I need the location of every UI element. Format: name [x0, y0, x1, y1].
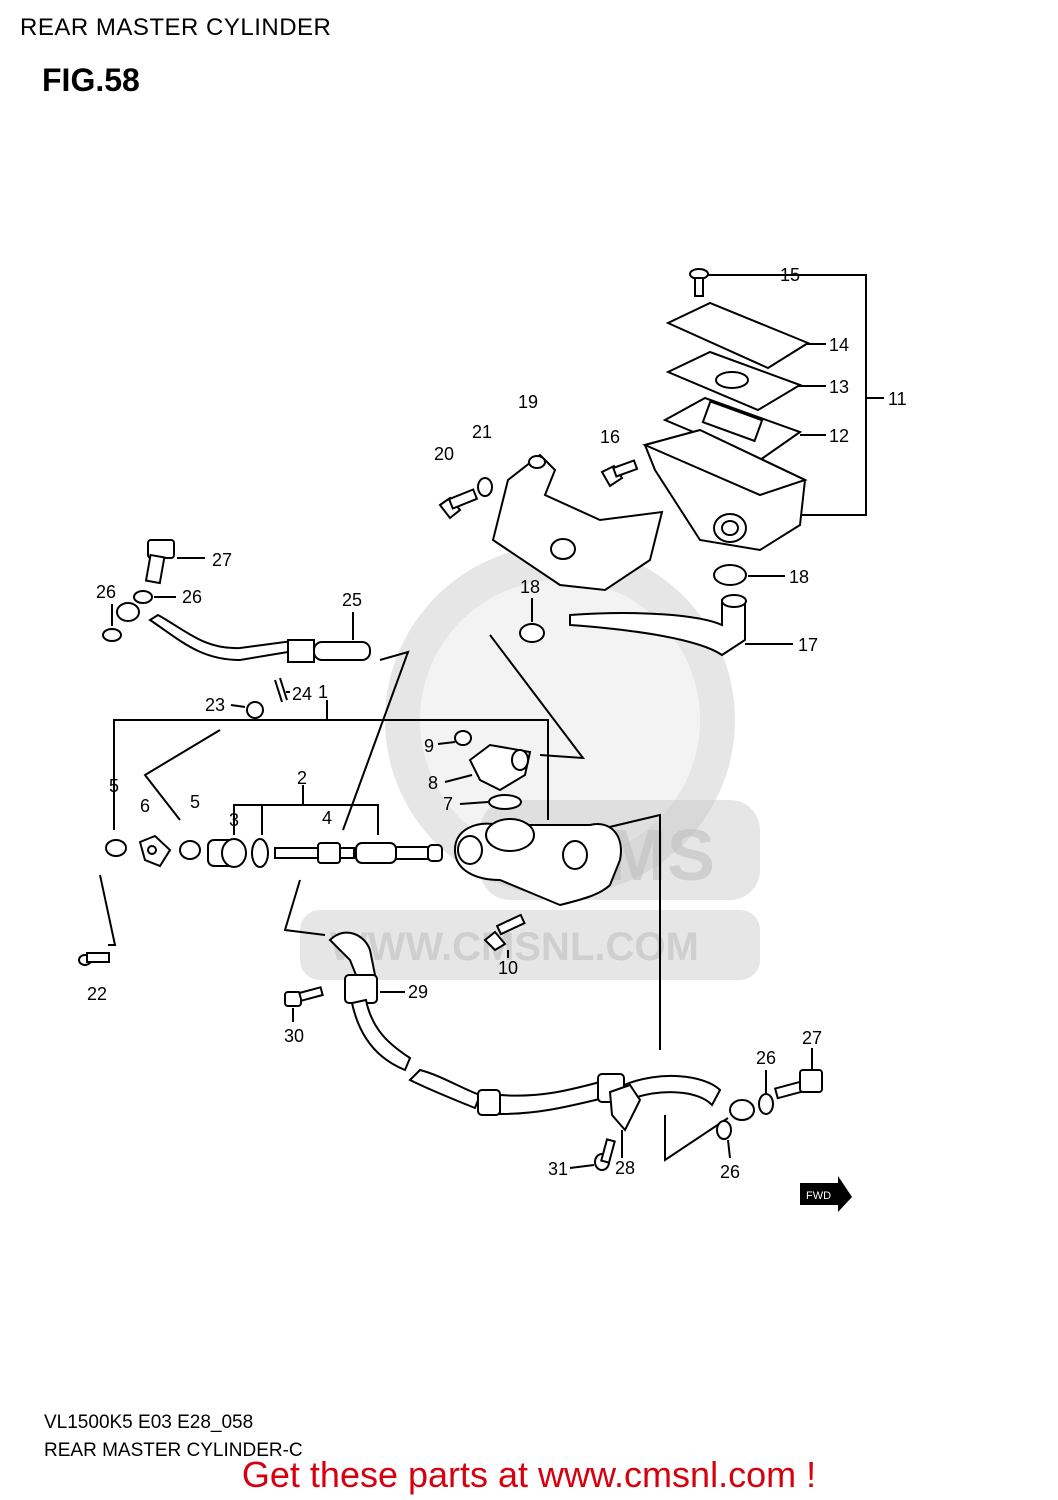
callout-5-right: 5: [190, 792, 200, 812]
washer-26-bottom: [716, 1120, 732, 1140]
union-bolt-bottom: [773, 1048, 823, 1100]
callout-6: 6: [140, 796, 150, 816]
nut-5-right: [179, 840, 201, 860]
callout-27-top: 27: [212, 550, 232, 570]
bolt-20: [438, 488, 479, 520]
piston-set: [355, 842, 443, 864]
reservoir-screw: [689, 268, 709, 297]
fwd-label: FWD: [806, 1190, 831, 1202]
circlip: [251, 838, 269, 868]
callout-19: 19: [518, 392, 538, 412]
callout-18-left: 18: [520, 577, 540, 597]
callout-28: 28: [615, 1158, 635, 1178]
master-cylinder-body: [453, 818, 622, 907]
callout-16: 16: [600, 427, 620, 447]
washer-23: [246, 701, 264, 719]
callout-27-bottom: 27: [802, 1028, 822, 1048]
callout-25: 25: [342, 590, 362, 610]
dust-boot: [207, 838, 247, 868]
callout-24: 24: [292, 684, 312, 704]
callout-17: 17: [798, 635, 818, 655]
callout-26-bottom: 26: [720, 1162, 740, 1182]
o-ring-seal: [488, 794, 522, 810]
callout-15: 15: [780, 265, 800, 285]
callout-3: 3: [229, 810, 239, 830]
callout-22: 22: [87, 984, 107, 1004]
hose-clamp-lower: [519, 623, 545, 643]
reservoir-body: [641, 428, 808, 552]
bolt-31: [569, 1138, 616, 1171]
callout-4: 4: [322, 808, 332, 828]
reservoir-cap: [665, 301, 811, 370]
callout-10: 10: [498, 958, 518, 978]
callout-8: 8: [428, 773, 438, 793]
callout-21: 21: [472, 422, 492, 442]
callout-30: 30: [284, 1026, 304, 1046]
washer-26-right: [758, 1093, 774, 1115]
watermark-url-text: WWW.CMSNL.COM: [330, 925, 699, 969]
plate-hole: [715, 371, 749, 389]
callout-31: 31: [548, 1159, 568, 1179]
hose-clamp-upper: [713, 564, 747, 586]
callout-20: 20: [434, 444, 454, 464]
callout-26-topleft: 26: [96, 582, 116, 602]
page-title: REAR MASTER CYLINDER: [20, 14, 332, 41]
brake-hose-upper: [116, 602, 371, 663]
assembly-bracket: [113, 700, 549, 830]
connector-screw: [454, 730, 472, 746]
washer-26-left: [102, 628, 122, 642]
cotter-pin: [274, 677, 290, 703]
callout-18-right: 18: [789, 567, 809, 587]
callout-14: 14: [829, 335, 849, 355]
callout-2: 2: [297, 768, 307, 788]
callout-9: 9: [424, 736, 434, 756]
diagram-code: VL1500K5 E03 E28_058: [44, 1412, 254, 1433]
callout-29: 29: [408, 982, 428, 1002]
forward-arrow: FWD: [800, 1176, 852, 1212]
piston-bracket: [233, 785, 379, 835]
callout-13: 13: [829, 377, 849, 397]
reservoir-bracket-plate: [491, 453, 664, 592]
push-rod: [274, 842, 355, 864]
figure-label: FIG.58: [42, 62, 140, 98]
callout-7: 7: [443, 794, 453, 814]
diagram-caption: REAR MASTER CYLINDER-C: [44, 1440, 303, 1461]
bolt-16: [600, 459, 639, 488]
hose-connector: [468, 743, 532, 792]
callout-11: 11: [888, 389, 907, 409]
clevis-pin: [78, 952, 110, 966]
callout-23: 23: [205, 695, 225, 715]
union-bolt-top: [144, 539, 205, 585]
callout-1: 1: [318, 682, 328, 702]
callout-5-left: 5: [109, 776, 119, 796]
callout-26-right: 26: [756, 1048, 776, 1068]
washer-26-top: [133, 590, 153, 604]
reservoir-bracket: [705, 274, 884, 516]
callout-12: 12: [829, 426, 849, 446]
washer-21: [477, 477, 493, 497]
callout-labels: 1 2 3 4 5 5 6 7 8 9 10 11 12 13 14 15 16…: [87, 265, 907, 1182]
diaphragm-boot: [701, 400, 764, 443]
hose-bracket: [608, 1083, 642, 1132]
nut-5-left: [105, 839, 127, 857]
mount-bolt: [483, 913, 526, 958]
callout-26-top: 26: [182, 587, 202, 607]
watermark: CMS WWW.CMSNL.COM: [300, 545, 760, 980]
cta-link[interactable]: Get these parts at www.cmsnl.com !: [241, 1454, 817, 1495]
clevis: [138, 834, 172, 868]
bolt-30: [284, 986, 324, 1022]
